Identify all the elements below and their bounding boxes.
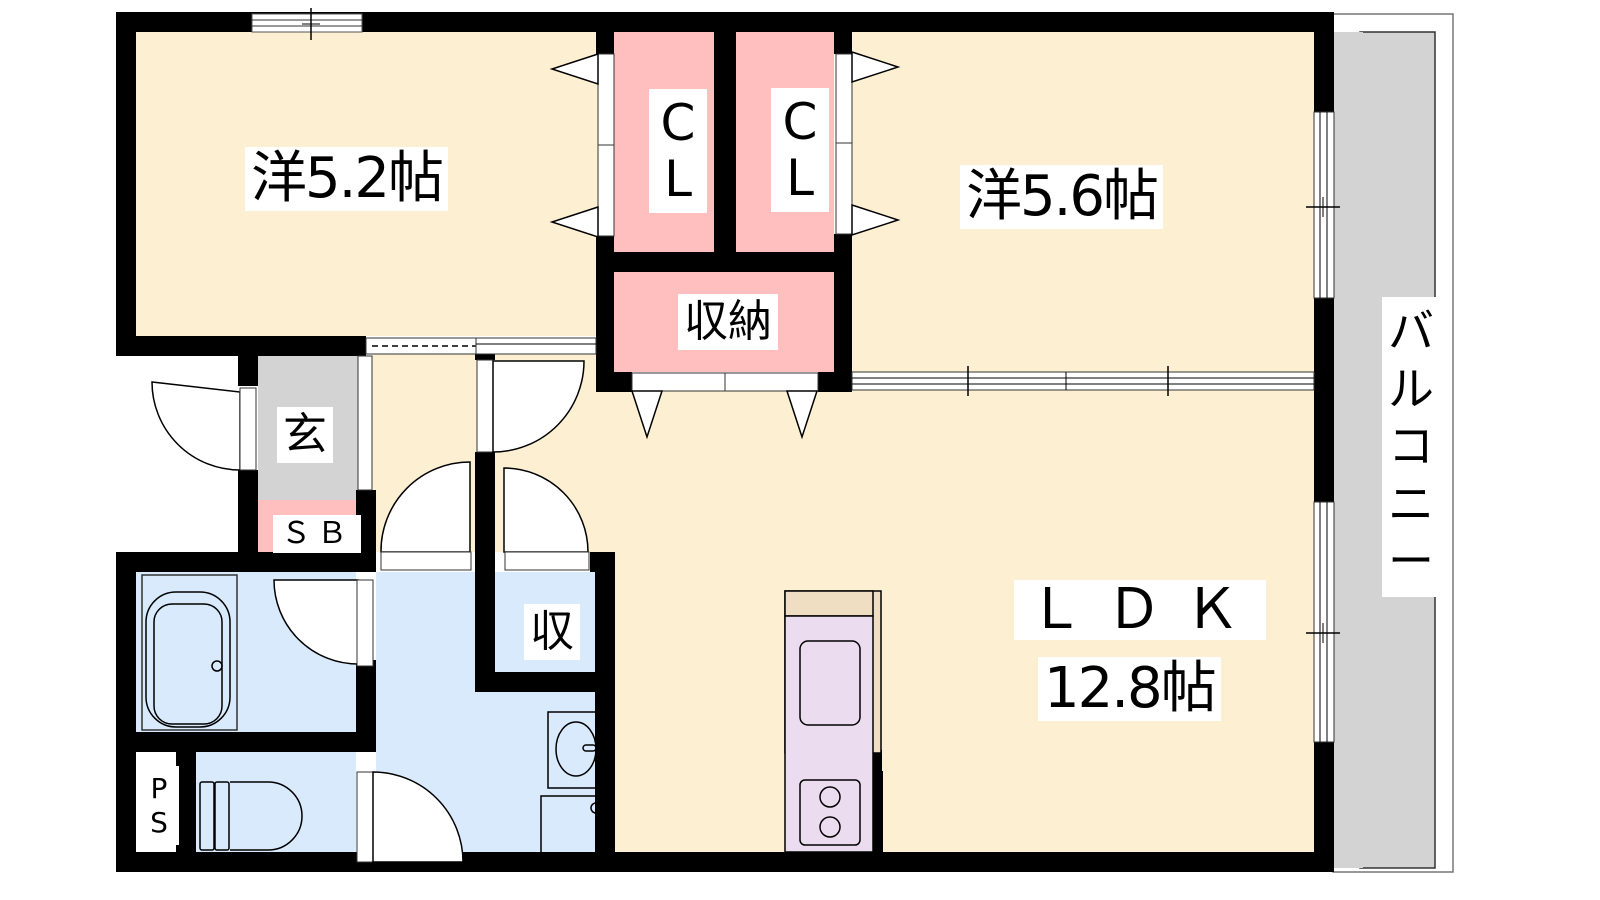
- pipe-space-label-line: P: [150, 772, 168, 805]
- closet-1-doors[interactable]: [549, 52, 615, 239]
- room-label-western-2: 洋5.6帖: [960, 165, 1164, 229]
- storage-main-label: 収納: [678, 294, 778, 350]
- closet-1-label: C L: [649, 89, 707, 213]
- balcony-label-char: ニ: [1388, 476, 1434, 531]
- front-door[interactable]: [151, 381, 257, 471]
- balcony-label-char: コ: [1388, 419, 1434, 473]
- washing-machine-icon: [540, 795, 602, 863]
- toilet-floor: [196, 752, 356, 852]
- storage-small-door[interactable]: [503, 467, 590, 571]
- bathtub-icon: [141, 574, 238, 731]
- entrance-label: 玄: [277, 407, 333, 463]
- closet-1-label-line: C: [660, 94, 696, 152]
- sliding-door-room2-ldk[interactable]: [851, 366, 1315, 396]
- closet-2-doors[interactable]: [835, 50, 901, 237]
- storage-main-doors[interactable]: [630, 372, 819, 440]
- balcony-label: バ ル コ ニ ー: [1382, 297, 1440, 597]
- toilet-door[interactable]: [356, 771, 464, 863]
- ldk-label: ＬＤＫ: [1014, 580, 1266, 640]
- hall-door-entrance-side: [357, 355, 373, 491]
- closet-2-label-line: L: [786, 149, 814, 207]
- balcony-label-char: ー: [1388, 534, 1434, 588]
- ldk-door[interactable]: [476, 359, 585, 453]
- kitchen-counter: [784, 590, 883, 853]
- sliding-door-room1-hall[interactable]: [365, 337, 597, 355]
- toilet-icon: [199, 781, 303, 851]
- storage-small-label: 収: [524, 604, 580, 660]
- washroom-door[interactable]: [380, 461, 472, 571]
- pipe-space-label: P S: [139, 766, 179, 846]
- room-label-western-1: 洋5.2帖: [245, 147, 449, 211]
- window-balcony-upper: [1306, 111, 1340, 299]
- window-balcony-lower: [1306, 501, 1340, 743]
- washbasin-icon: [547, 711, 597, 789]
- bathroom-door[interactable]: [273, 579, 374, 667]
- burner-icon: [819, 786, 841, 808]
- closet-2-label: C L: [771, 88, 829, 212]
- walls: [116, 12, 1334, 872]
- ldk-size-label: 12.8帖: [1038, 657, 1221, 721]
- pipe-space-label-line: S: [150, 805, 168, 839]
- shoe-box-label: ＳＢ: [273, 515, 361, 553]
- closet-2-label-line: C: [782, 93, 818, 151]
- balcony-label-char: バ: [1388, 304, 1434, 358]
- balcony-label-char: ル: [1388, 361, 1434, 416]
- closet-1-label-line: L: [664, 150, 692, 208]
- burner-icon: [819, 816, 841, 838]
- window-room1-top: [251, 8, 363, 40]
